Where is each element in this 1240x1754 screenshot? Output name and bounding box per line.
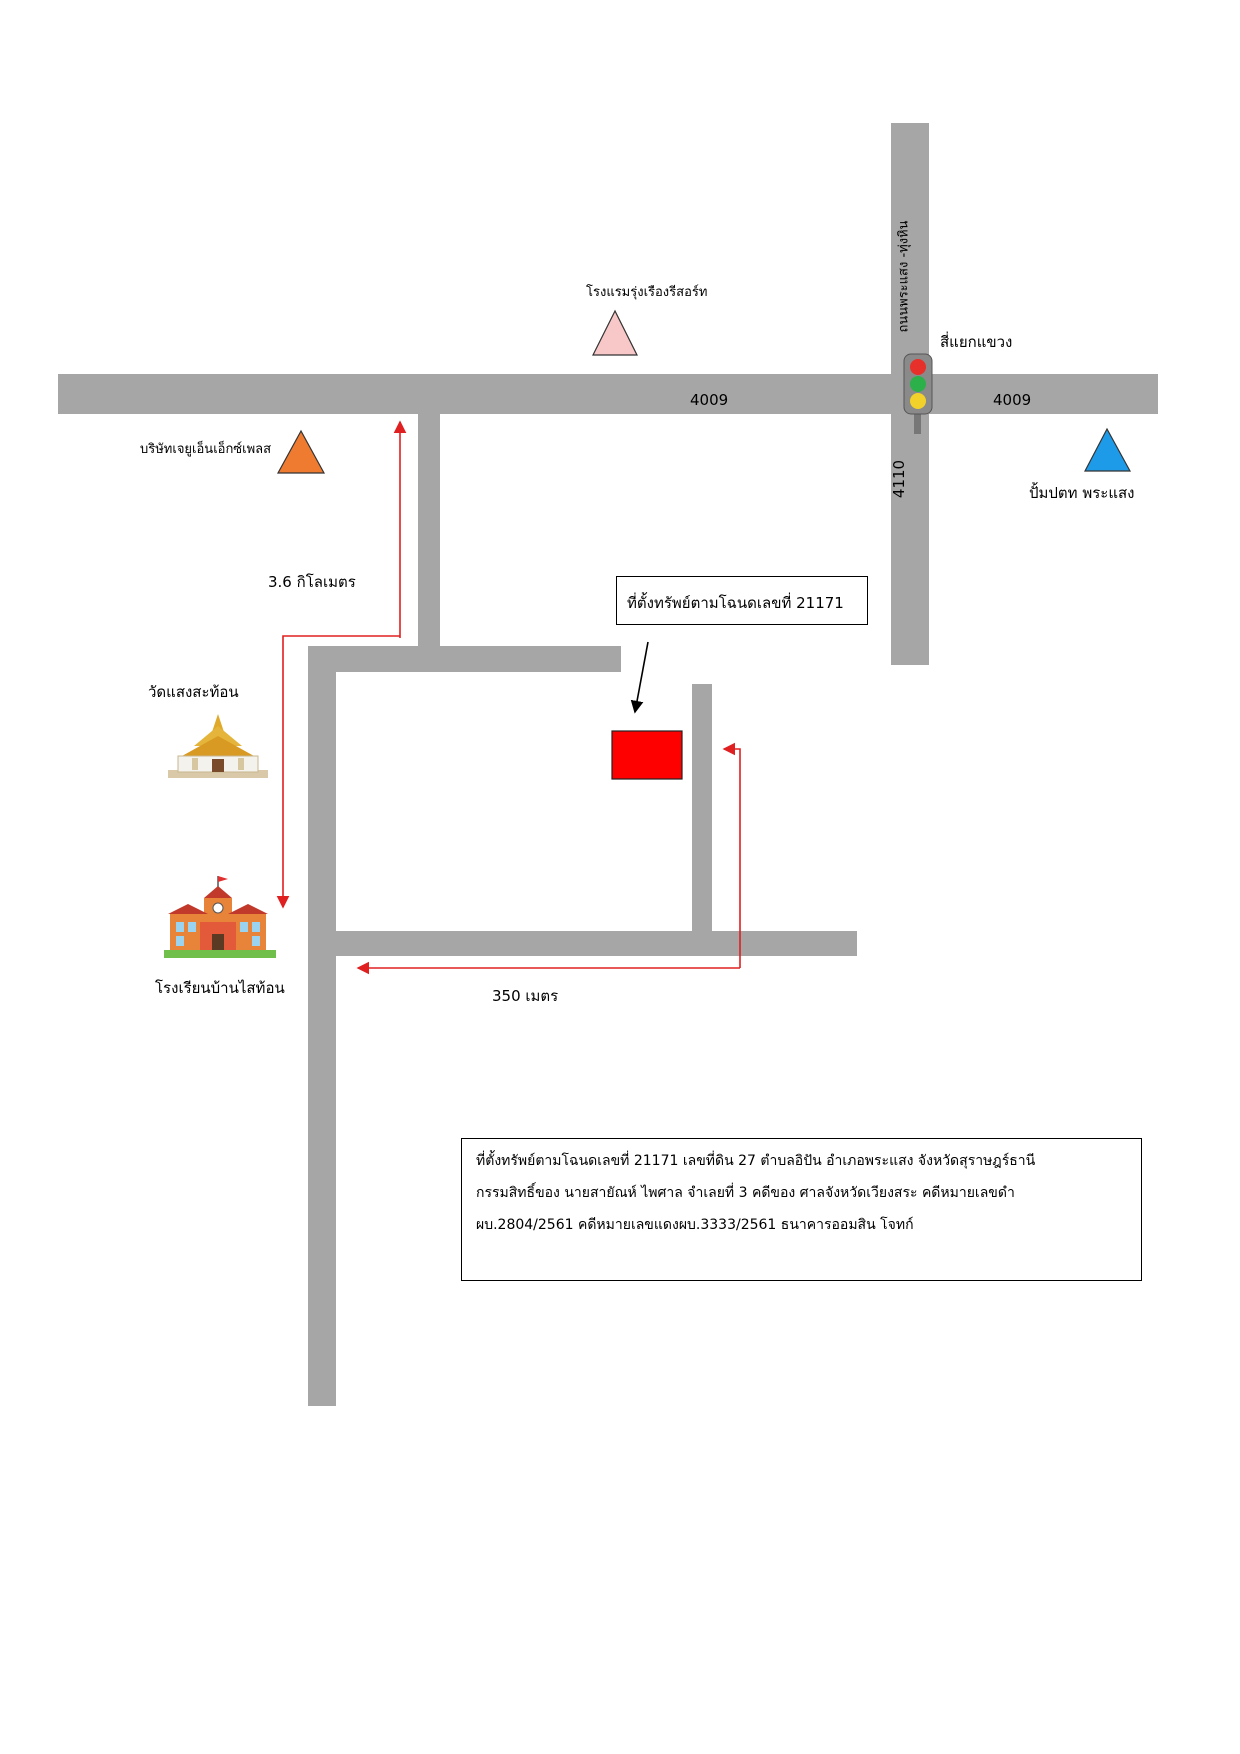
temple-icon [168, 714, 268, 778]
road-name-vertical: ถนนพระแสง -ทุ่งหิน [896, 220, 912, 333]
company-label: บริษัทเจยูเอ็นเอ็กซ์เพลส [140, 442, 272, 457]
callout-arrow [630, 641, 649, 714]
property-info-box: ที่ตั้งทรัพย์ตามโฉนดเลขที่ 21171 เลขที่ด… [461, 1138, 1142, 1281]
info-line-1: ที่ตั้งทรัพย์ตามโฉนดเลขที่ 21171 เลขที่ด… [476, 1153, 1036, 1169]
road-lower-branch [336, 931, 857, 956]
distance-long-label: 3.6 กิโลเมตร [268, 573, 356, 591]
road-label-4009-left: 4009 [690, 391, 729, 409]
property-callout-text: ที่ตั้งทรัพย์ตามโฉนดเลขที่ 21171 [627, 594, 844, 612]
hotel-label: โรงแรมรุ่งเรืองรีสอร์ท [586, 285, 708, 300]
property-callout-box: ที่ตั้งทรัพย์ตามโฉนดเลขที่ 21171 [616, 576, 868, 625]
company-marker [276, 429, 326, 474]
temple-label: วัดแสงสะท้อน [148, 683, 239, 701]
hotel-marker [592, 309, 638, 356]
traffic-light-icon [903, 353, 933, 434]
road-label-4110: 4110 [890, 459, 909, 499]
school-icon [164, 876, 276, 958]
road-label-4009-right: 4009 [993, 391, 1032, 409]
school-label: โรงเรียนบ้านไสท้อน [155, 979, 285, 997]
property-marker [611, 730, 683, 780]
route-arrow-long-down [276, 635, 400, 909]
distance-short-label: 350 เมตร [492, 987, 559, 1005]
road-upper-branch [308, 646, 621, 672]
road-connector [418, 414, 440, 648]
gas-station-marker [1084, 427, 1132, 472]
intersection-label: สี่แยกแขวง [940, 333, 1013, 351]
info-line-2: กรรมสิทธิ์ของ นายสายัณห์ ไพศาล จำเลยที่ … [476, 1185, 1015, 1201]
road-east-branch [692, 684, 712, 932]
info-line-3: ผบ.2804/2561 คดีหมายเลขแดงผบ.3333/2561 ธ… [476, 1217, 914, 1233]
route-arrow-short [722, 742, 741, 968]
road-4009 [58, 374, 1158, 414]
gas-station-label: ปั้มปตท พระแสง [1029, 484, 1135, 502]
road-west-vertical [308, 646, 336, 1406]
